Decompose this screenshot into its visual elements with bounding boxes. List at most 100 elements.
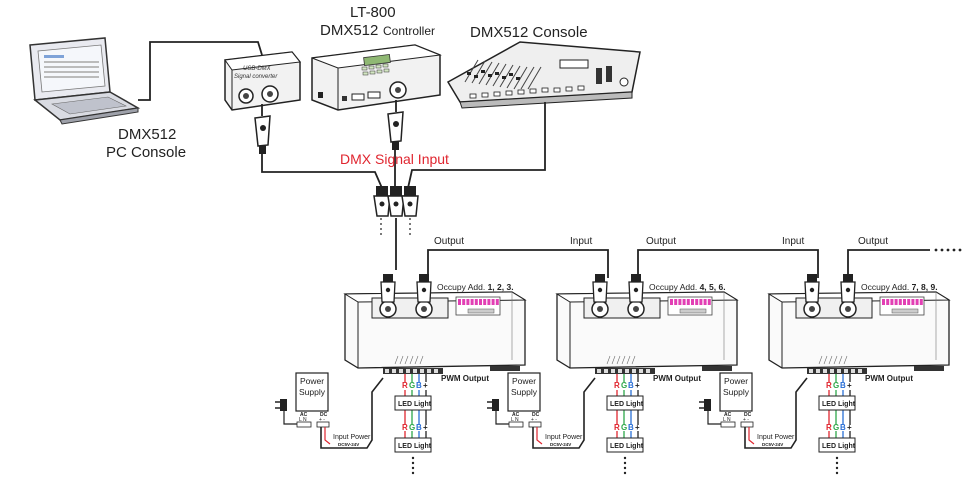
dc-terminals: + - — [743, 417, 749, 423]
power-supply-line1: Power — [512, 376, 536, 386]
continuation-dot — [623, 466, 627, 470]
input-power-range: DC5V-24V — [550, 442, 571, 447]
channel-label-bottom: R — [826, 423, 832, 432]
occupy-prefix: Occupy Add. — [649, 282, 700, 292]
channel-label-top: B — [840, 381, 846, 390]
led-light-box — [818, 395, 856, 411]
continuation-dot — [411, 456, 415, 460]
channel-label-bottom: R — [614, 423, 620, 432]
usb-dmx-converter: USB-DMX Signal converter — [224, 51, 301, 111]
dc-terminals: + - — [531, 417, 537, 423]
output-label: Output — [858, 236, 888, 247]
occupy-address: Occupy Add. 1, 2, 3. — [437, 282, 514, 292]
pc-console-label-line2: PC Console — [106, 144, 186, 161]
power-supply-line2: Supply — [299, 387, 326, 397]
channel-label-bottom: G — [409, 423, 415, 432]
channel-label-top: B — [416, 381, 422, 390]
xlr-plug-controller — [387, 100, 404, 150]
decoder-body — [767, 291, 951, 374]
led-light-box — [606, 395, 644, 411]
controller-label-line1: LT-800 — [350, 4, 396, 21]
dc-terminals: + - — [319, 417, 325, 423]
continuation-dot — [623, 471, 627, 475]
input-power-label: Input Power — [333, 434, 371, 441]
pwm-output-label: PWM Output — [865, 374, 913, 383]
address-dip-switch — [455, 296, 501, 316]
xlr-plug-converter — [254, 104, 271, 154]
decoder-xlr-plugs — [804, 274, 856, 303]
input-power-label: Input Power — [757, 434, 795, 441]
led-light-label: LED Light — [822, 443, 856, 450]
console-label: DMX512 Console — [470, 24, 588, 41]
channel-label-bottom: B — [416, 423, 422, 432]
channel-label-top: R — [402, 381, 408, 390]
channel-label-top: R — [826, 381, 832, 390]
input-power-range: DC5V-24V — [762, 442, 783, 447]
ac-terminals: L N — [511, 417, 519, 423]
channel-label-bottom: + — [423, 423, 428, 432]
channel-label-top: G — [409, 381, 415, 390]
mains-plug-icon — [699, 399, 721, 425]
occupy-addrs: 1, 2, 3. — [488, 282, 514, 292]
led-light-box — [394, 437, 432, 453]
channel-label-top: + — [635, 381, 640, 390]
occupy-addrs: 4, 5, 6. — [700, 282, 726, 292]
converter-label-line2: Signal converter — [234, 74, 278, 80]
ac-label: AC — [512, 412, 520, 418]
decoder-body — [343, 291, 527, 374]
channel-label-bottom: G — [621, 423, 627, 432]
controller-label-line2: DMX512 — [320, 22, 378, 39]
output-label: Output — [646, 236, 676, 247]
rgb-wires — [616, 374, 639, 438]
channel-label-top: G — [833, 381, 839, 390]
pwm-output-label: PWM Output — [653, 374, 701, 383]
dc-power-wires — [320, 377, 384, 449]
dc-label: DC — [320, 412, 328, 418]
dc-label: DC — [744, 412, 752, 418]
input-power-label: Input Power — [545, 434, 583, 441]
led-light-label: LED Light — [398, 401, 432, 408]
continuation-dot — [835, 471, 839, 475]
daisy-chain-cables — [427, 249, 930, 278]
pwm-terminal-block — [595, 366, 732, 374]
ac-terminals: L N — [299, 417, 307, 423]
mains-plug-icon — [275, 399, 297, 425]
decoder-body — [555, 291, 739, 374]
pwm-output-label: PWM Output — [441, 374, 489, 383]
rgb-wires — [404, 374, 427, 438]
usb-cable — [138, 41, 263, 101]
occupy-addrs: 7, 8, 9. — [912, 282, 938, 292]
continuation-dot — [623, 461, 627, 465]
input-label: Input — [570, 236, 592, 247]
ac-label: AC — [724, 412, 732, 418]
dc-power-wires — [744, 377, 808, 449]
led-light-box — [394, 395, 432, 411]
power-supply-line1: Power — [724, 376, 748, 386]
dc-power-wires — [532, 377, 596, 449]
decoder-xlr-plugs — [592, 274, 644, 303]
channel-label-bottom: + — [847, 423, 852, 432]
power-supply-line1: Power — [300, 376, 324, 386]
continuation-dots — [934, 248, 962, 252]
power-supply-line2: Supply — [511, 387, 538, 397]
input-power-range: DC5V-24V — [338, 442, 359, 447]
channel-label-bottom: B — [840, 423, 846, 432]
occupy-address: Occupy Add. 7, 8, 9. — [861, 282, 938, 292]
lt800-controller — [311, 44, 442, 111]
dc-label: DC — [532, 412, 540, 418]
signal-cables — [261, 102, 546, 189]
output-label: Output — [434, 236, 464, 247]
channel-label-top: R — [614, 381, 620, 390]
pwm-terminal-block — [807, 366, 944, 374]
pwm-terminal-block — [383, 366, 520, 374]
continuation-dot — [411, 466, 415, 470]
continuation-dot — [835, 466, 839, 470]
